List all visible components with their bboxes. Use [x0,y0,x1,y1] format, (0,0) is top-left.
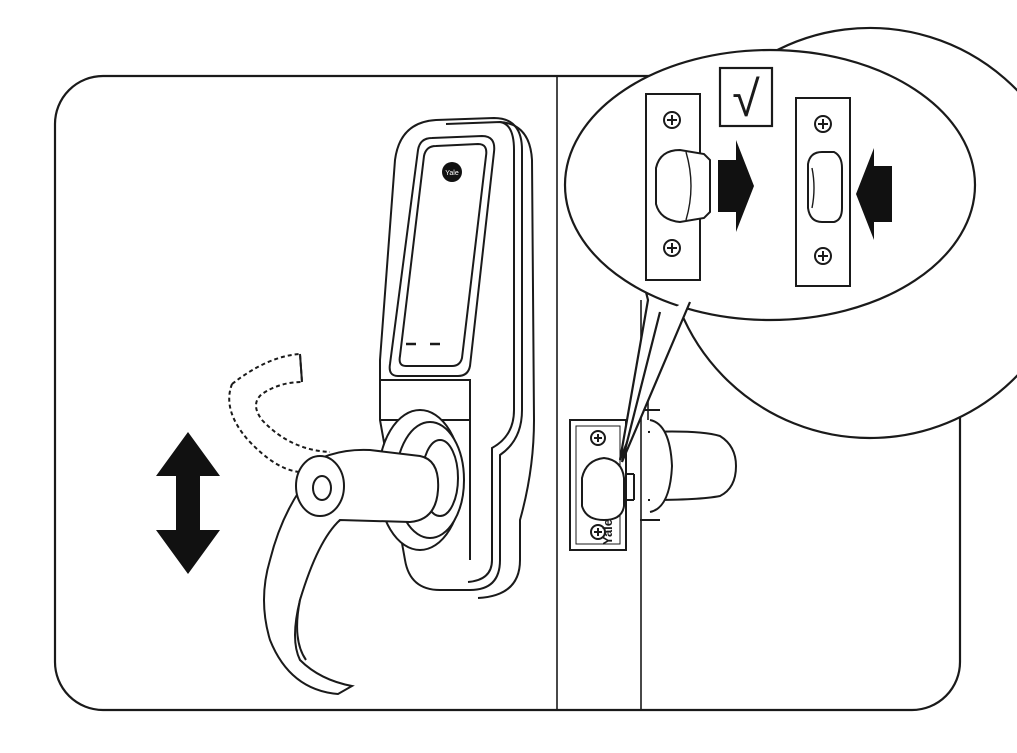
phillips-screw-icon [814,247,832,265]
arrow-left-icon [856,148,892,240]
strike-plate-brand: Yale [600,519,615,545]
phillips-screw-icon [663,239,681,257]
check-mark: √ [732,71,760,127]
lock-logo-text: Yale [445,170,459,177]
phillips-screw-icon [814,115,832,133]
lock-logo-badge: Yale [442,162,462,182]
phillips-screw-icon [590,524,606,540]
zoom-callout-bubble [563,26,1017,463]
phillips-screw-icon [590,430,606,446]
double-vertical-arrow-icon [156,432,220,574]
checkbox-check-icon: √ [718,66,774,128]
arrow-right-icon [718,140,754,232]
lever-handle [228,352,440,696]
interior-lever [640,409,738,521]
latch-face-plate [569,419,635,551]
latch-plate-extended [645,93,711,281]
phillips-screw-icon [663,111,681,129]
